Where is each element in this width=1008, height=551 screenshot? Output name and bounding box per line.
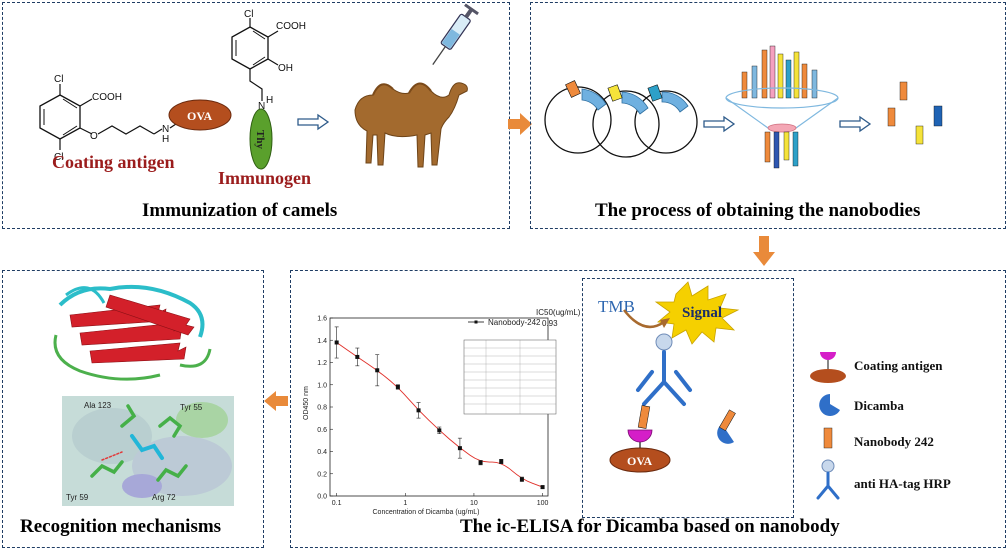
- antibody-hrp-icon: [816, 459, 840, 500]
- legend-antibody-hrp: anti HA-tag HRP: [854, 476, 951, 491]
- y-tick-label: 1.6: [317, 316, 327, 323]
- y-tick-label: 1.0: [317, 382, 327, 389]
- dicamba-hapten-icon: [627, 429, 653, 443]
- panel-elisa: [290, 270, 1006, 548]
- ova-carrier: OVA: [168, 99, 232, 131]
- immunogen-structure: Cl COOH OH N H: [231, 9, 306, 112]
- data-point: [519, 477, 524, 482]
- fit-parameters-table: [463, 339, 557, 415]
- y-tick-label: 1.4: [317, 338, 327, 345]
- residue-label-arg72: Arg 72: [152, 493, 176, 502]
- inhibition-curve-chart: 0.0 0.2 0.4 0.6 0.8 1.0 1.2 1.4 1.6 0.1 1 10 100 Nan…: [303, 308, 581, 516]
- data-point: [457, 446, 462, 451]
- nanobody-icon: [719, 409, 736, 432]
- arrow-icon: [703, 115, 736, 133]
- h-atom-label: H: [162, 134, 169, 145]
- thy-carrier: Thy: [249, 108, 273, 170]
- nanobody-icon: [823, 427, 833, 449]
- y-tick-label: 0.6: [317, 427, 327, 434]
- legend-series-label: Nanobody-242: [488, 318, 541, 327]
- arrow-icon: [839, 115, 872, 133]
- cl-atom-label: Cl: [244, 9, 253, 20]
- data-point: [334, 340, 339, 345]
- dicamba-icon: [717, 424, 734, 444]
- caption-nanobodies: The process of obtaining the nanobodies: [595, 200, 921, 221]
- x-tick-label: 0.1: [332, 500, 342, 507]
- cooh-group-label: COOH: [92, 92, 122, 103]
- reaction-arrow-icon: [623, 309, 665, 329]
- nanobody-3d-structure: [53, 284, 212, 381]
- data-point: [540, 485, 545, 490]
- data-point: [478, 460, 483, 465]
- cl-atom-label: Cl: [54, 74, 63, 85]
- ova-label: OVA: [187, 109, 212, 123]
- tmb-label: TMB: [598, 297, 635, 316]
- orange-arrow-icon: [264, 391, 288, 411]
- h-atom-label: H: [266, 95, 273, 106]
- ova-label: OVA: [627, 454, 652, 468]
- y-tick-label: 0.8: [317, 405, 327, 412]
- syringe-icon: [432, 3, 479, 65]
- y-tick-label: 1.2: [317, 360, 327, 367]
- dicamba-icon: [819, 394, 840, 416]
- binding-pocket-view: Ala 123 Tyr 55 Tyr 59 Arg 72: [62, 396, 234, 506]
- x-tick-label: 10: [470, 500, 478, 507]
- elisa-scheme-box: [582, 278, 794, 518]
- data-point: [416, 408, 421, 413]
- orange-arrow-icon: [753, 236, 775, 266]
- hrp-icon: [655, 333, 673, 351]
- y-tick-label: 0.2: [317, 471, 327, 478]
- n-atom-label: N: [258, 101, 265, 112]
- y-axis-label: OD450 nm: [303, 386, 310, 420]
- data-point: [355, 354, 360, 359]
- camel-image: [354, 82, 468, 168]
- phage-library-plasmids: [544, 80, 698, 158]
- coating-antigen-label: Coating antigen: [52, 152, 175, 172]
- orange-arrow-icon: [508, 113, 532, 135]
- selected-nanobodies: [887, 81, 943, 145]
- immunogen-label: Immunogen: [218, 168, 312, 188]
- ic50-header: IC50(ug/mL): [536, 308, 581, 317]
- residue-label-tyr59: Tyr 59: [66, 493, 89, 502]
- legend-coating-antigen: Coating antigen: [854, 358, 943, 373]
- x-axis-label: Concentration of Dicamba (ug/mL): [373, 509, 480, 516]
- legend-dicamba: Dicamba: [854, 398, 904, 413]
- panel-recognition: [2, 270, 264, 548]
- x-tick-label: 1: [403, 500, 407, 507]
- n-atom-label: N: [162, 124, 169, 135]
- ova-carrier-icon: [609, 447, 671, 473]
- residue-label-ala123: Ala 123: [84, 401, 112, 410]
- y-tick-label: 0.4: [317, 449, 327, 456]
- o-atom-label: O: [90, 131, 98, 142]
- thy-label: Thy: [254, 130, 266, 149]
- caption-recognition: Recognition mechanisms: [20, 516, 222, 537]
- panel-nanobodies: [530, 2, 1006, 229]
- cooh-group-label: COOH: [276, 21, 306, 32]
- residue-label-tyr55: Tyr 55: [180, 403, 203, 412]
- panning-funnel: [725, 45, 839, 169]
- ic50-value: 0.93: [542, 319, 558, 328]
- legend-nanobody: Nanobody 242: [854, 434, 934, 449]
- x-tick-label: 100: [537, 500, 549, 507]
- data-point: [499, 459, 504, 464]
- signal-burst-icon: [654, 281, 740, 345]
- data-point: [375, 368, 380, 373]
- caption-elisa: The ic-ELISA for Dicamba based on nanobo…: [460, 516, 840, 537]
- elisa-scheme: Signal TMB OVA: [598, 281, 740, 473]
- oh-group-label: OH: [278, 63, 293, 74]
- data-point: [395, 384, 400, 389]
- signal-label: Signal: [682, 305, 722, 321]
- arrow-icon: [297, 113, 330, 131]
- antibody-hrp-icon: [636, 350, 692, 406]
- y-tick-label: 0.0: [317, 494, 327, 501]
- nanobody-icon: [637, 405, 651, 429]
- cl-atom-label: Cl: [54, 152, 63, 163]
- fit-curve-line: [336, 342, 543, 488]
- caption-immunization: Immunization of camels: [142, 200, 338, 221]
- data-point: [437, 428, 442, 433]
- coating-antigen-icon: [810, 352, 846, 383]
- panel-immunization: [2, 2, 510, 229]
